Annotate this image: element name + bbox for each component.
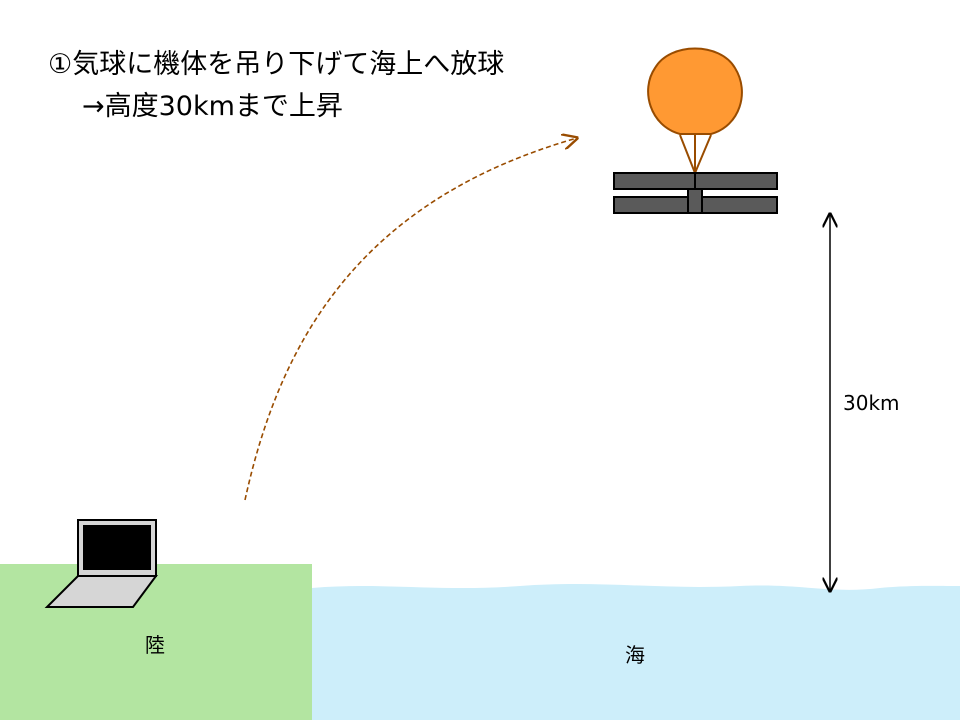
trajectory-arrow — [244, 138, 577, 501]
laptop-icon — [44, 519, 158, 608]
sea-label: 海 — [625, 643, 645, 667]
sea — [312, 584, 960, 720]
aircraft-icon — [613, 172, 778, 214]
altitude-label: 30km — [843, 391, 900, 415]
title-line-2: →高度30kmまで上昇 — [82, 91, 343, 122]
land-label: 陸 — [145, 633, 165, 657]
title-line-1: ①気球に機体を吊り下げて海上へ放球 — [48, 49, 505, 80]
land — [0, 564, 312, 720]
balloon-icon — [647, 47, 743, 174]
